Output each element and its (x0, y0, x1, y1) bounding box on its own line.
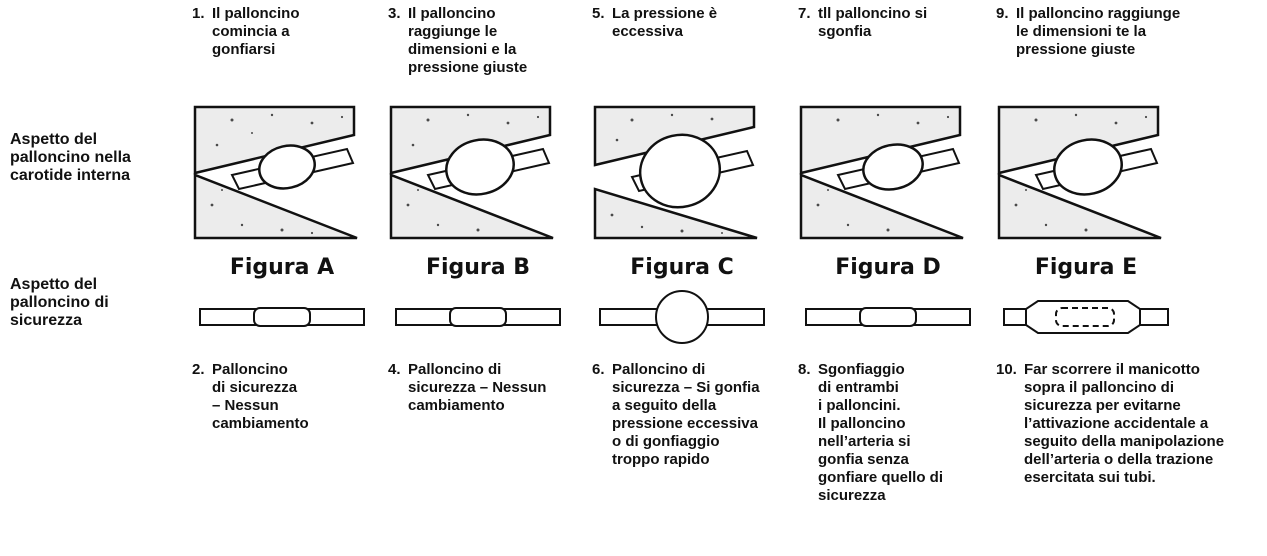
figure-label: Figura A (229, 255, 335, 280)
step-text: tll palloncino si sgonfia (818, 5, 928, 40)
step-number: 3. (388, 5, 401, 22)
step-text: Palloncino di sicurezza – Si gonfia a se… (612, 361, 760, 468)
column-figura-c: 5. La pressione è eccessiva Figura C (592, 0, 792, 556)
step-7: 7. tll palloncino si sgonfia (798, 5, 998, 41)
step-6: 6. Palloncino di sicurezza – Si gonfia a… (592, 361, 792, 469)
step-3: 3. Il palloncino raggiunge le dimensioni… (388, 5, 588, 77)
step-1: 1. Il palloncino comincia a gonfiarsi (192, 5, 392, 59)
figure-label: Figura B (425, 255, 531, 280)
carotid-balloon-figure-e (996, 105, 1176, 245)
step-10: 10. Far scorrere il manicotto sopra il p… (996, 361, 1236, 487)
carotid-balloon-figure-a (192, 105, 372, 245)
step-number: 7. (798, 5, 811, 22)
step-text: La pressione è eccessiva (612, 5, 718, 40)
step-text: Palloncino di sicurezza – Nessun cambiam… (408, 361, 547, 414)
safety-balloon-figure-d (798, 287, 978, 347)
safety-balloon-figure-a (192, 287, 372, 347)
step-9: 9. Il palloncino raggiunge le dimensioni… (996, 5, 1236, 59)
step-5: 5. La pressione è eccessiva (592, 5, 792, 41)
step-number: 2. (192, 361, 205, 378)
column-figura-e: 9. Il palloncino raggiunge le dimensioni… (996, 0, 1236, 556)
safety-balloon-figure-c (592, 287, 772, 347)
figure-label: Figura D (835, 255, 941, 280)
step-text: Palloncino di sicurezza – Nessun cambiam… (212, 361, 309, 432)
step-number: 9. (996, 5, 1009, 22)
column-figura-a: 1. Il palloncino comincia a gonfiarsi Fi… (192, 0, 392, 556)
row-label-safety: Aspetto del palloncino di sicurezza (10, 276, 109, 329)
figure-label: Figura E (1034, 255, 1138, 280)
step-2: 2. Palloncino di sicurezza – Nessun camb… (192, 361, 392, 433)
step-8: 8. Sgonfiaggio di entrambi i palloncini.… (798, 361, 998, 505)
safety-balloon-figure-e (996, 287, 1176, 347)
column-figura-d: 7. tll palloncino si sgonfia Figura D (798, 0, 998, 556)
carotid-balloon-figure-b (388, 105, 568, 245)
step-text: Sgonfiaggio di entrambi i palloncini. Il… (818, 361, 944, 504)
step-number: 4. (388, 361, 401, 378)
step-number: 1. (192, 5, 205, 22)
step-text: Il palloncino raggiunge le dimensioni e … (408, 5, 528, 76)
row-label-carotid: Aspetto del palloncino nella carotide in… (10, 131, 131, 184)
column-figura-b: 3. Il palloncino raggiunge le dimensioni… (388, 0, 588, 556)
step-number: 6. (592, 361, 605, 378)
carotid-balloon-figure-c (592, 105, 772, 245)
step-number: 5. (592, 5, 605, 22)
step-text: Il palloncino raggiunge le dimensioni te… (1016, 5, 1181, 58)
carotid-balloon-figure-d (798, 105, 978, 245)
step-4: 4. Palloncino di sicurezza – Nessun camb… (388, 361, 588, 415)
step-text: Il palloncino comincia a gonfiarsi (212, 5, 300, 58)
figure-label: Figura C (630, 255, 734, 280)
step-text: Far scorrere il manicotto sopra il pallo… (1024, 361, 1225, 486)
step-number: 10. (996, 361, 1017, 378)
step-number: 8. (798, 361, 811, 378)
safety-balloon-figure-b (388, 287, 568, 347)
